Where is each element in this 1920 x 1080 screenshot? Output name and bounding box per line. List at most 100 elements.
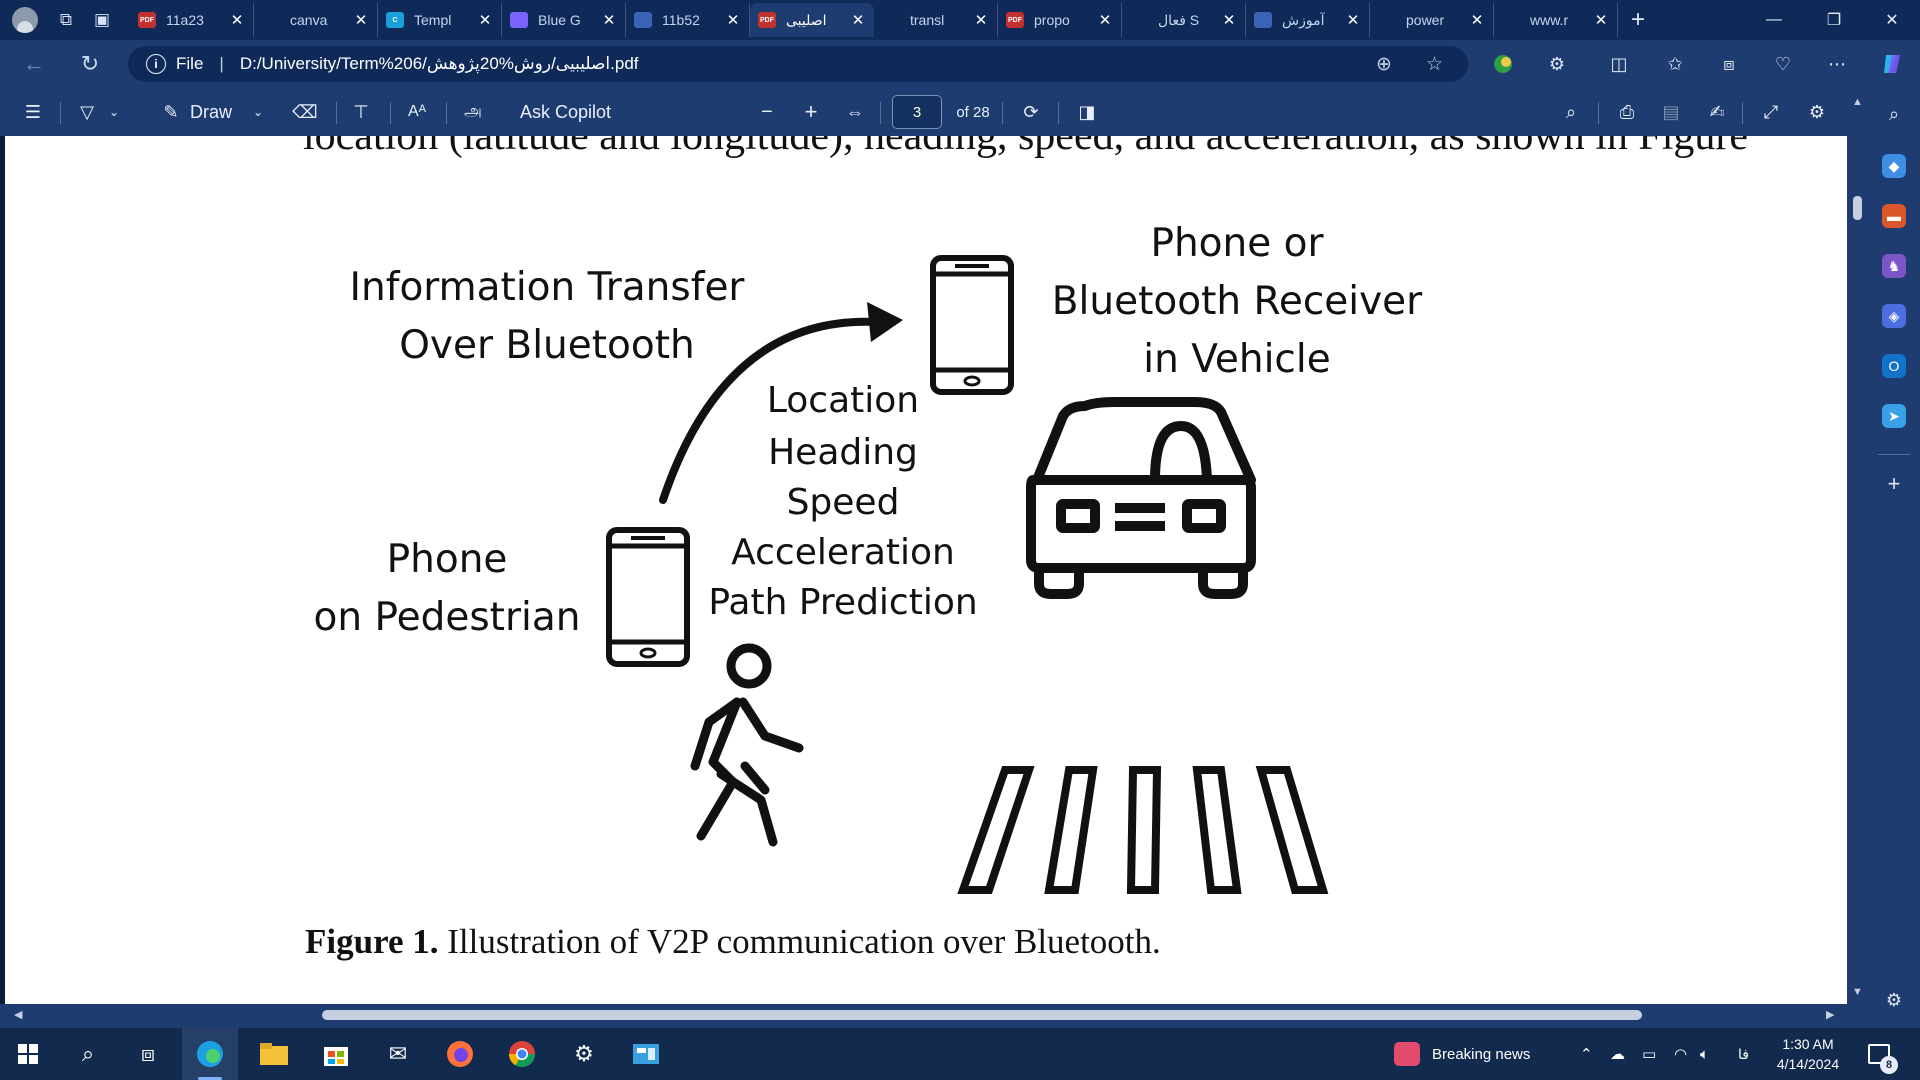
start-button[interactable] xyxy=(0,1028,56,1080)
browser-tab[interactable]: transl✕ xyxy=(874,3,998,37)
vertical-scrollbar[interactable] xyxy=(1847,88,1868,1004)
sidebar-tools-icon[interactable]: ▬ xyxy=(1882,204,1906,228)
edge-extension-icon[interactable] xyxy=(1486,49,1520,79)
tab-close-icon[interactable]: ✕ xyxy=(726,12,740,29)
scroll-down-icon[interactable]: ▼ xyxy=(1852,986,1863,998)
tab-close-icon[interactable]: ✕ xyxy=(851,12,865,29)
back-button[interactable]: ← xyxy=(23,51,45,76)
favorites-icon[interactable]: ✩ xyxy=(1667,53,1683,74)
taskbar-search-icon[interactable]: ⌕ xyxy=(81,1041,95,1066)
rotate-icon[interactable]: ⟳ xyxy=(1023,101,1039,122)
browser-tab[interactable]: آموزش✕ xyxy=(1246,3,1370,37)
tab-close-icon[interactable]: ✕ xyxy=(974,12,988,29)
copilot-icon[interactable] xyxy=(1876,49,1910,79)
browser-tab[interactable]: canva✕ xyxy=(254,3,378,37)
restore-button[interactable]: ❐ xyxy=(1826,12,1842,29)
tab-close-icon[interactable]: ✕ xyxy=(1594,12,1608,29)
sidebar-settings-icon[interactable]: ⚙ xyxy=(1885,989,1903,1010)
browser-tab[interactable]: www.r✕ xyxy=(1494,3,1618,37)
pdf-viewport[interactable]: location (latitude and longitude), headi… xyxy=(5,136,1847,1004)
collections-icon[interactable]: ⧈ xyxy=(1723,53,1735,74)
sidebar-games-icon[interactable]: ♞ xyxy=(1882,254,1906,278)
performance-icon[interactable]: ♡ xyxy=(1774,53,1792,74)
browser-tab[interactable]: 11b52✕ xyxy=(626,3,750,37)
tab-close-icon[interactable]: ✕ xyxy=(1470,12,1484,29)
tab-actions-icon[interactable]: ▣ xyxy=(93,10,111,29)
tab-close-icon[interactable]: ✕ xyxy=(354,12,368,29)
taskbar-store-icon[interactable] xyxy=(308,1028,364,1080)
search-icon[interactable]: ⌕ xyxy=(1565,101,1577,122)
taskbar-explorer-icon[interactable] xyxy=(246,1028,302,1080)
tray-overflow-icon[interactable]: ⌃ xyxy=(1580,1046,1593,1063)
taskbar-settings-icon[interactable]: ⚙ xyxy=(574,1041,594,1066)
taskbar-chrome-icon[interactable] xyxy=(494,1028,550,1080)
info-icon[interactable]: i xyxy=(146,54,166,74)
zoom-in-button[interactable]: + xyxy=(804,99,818,124)
browser-tab[interactable]: power✕ xyxy=(1370,3,1494,37)
workspaces-icon[interactable]: ⧉ xyxy=(59,10,73,29)
text-box-icon[interactable]: ⊤ xyxy=(353,101,369,122)
contents-icon[interactable]: ☰ xyxy=(24,101,42,122)
tab-close-icon[interactable]: ✕ xyxy=(230,12,244,29)
eraser-icon[interactable]: ⌫ xyxy=(292,101,318,122)
more-menu-icon[interactable]: ⋯ xyxy=(1828,53,1846,74)
taskbar-edge-icon[interactable] xyxy=(182,1028,238,1080)
refresh-button[interactable]: ↻ xyxy=(80,51,100,76)
ask-copilot-button[interactable]: Ask Copilot xyxy=(520,101,612,122)
new-tab-button[interactable]: + xyxy=(1630,6,1645,33)
tab-close-icon[interactable]: ✕ xyxy=(478,12,492,29)
address-input[interactable]: i File | D:/University/Term%206/اصلیبیی/… xyxy=(128,46,1468,82)
sidebar-outlook-icon[interactable]: O xyxy=(1882,354,1906,378)
split-screen-icon[interactable]: ◫ xyxy=(1610,53,1628,74)
highlight-icon[interactable]: ▽ xyxy=(80,101,94,122)
print-icon[interactable]: ⎙ xyxy=(1619,101,1635,122)
tray-volume-icon[interactable]: 🔈︎ xyxy=(1700,1045,1710,1063)
scroll-up-icon[interactable]: ▲ xyxy=(1852,96,1863,108)
taskbar-mail-icon[interactable]: ✉ xyxy=(388,1041,408,1066)
draw-button[interactable]: Draw xyxy=(190,101,233,122)
taskbar-app-icon[interactable] xyxy=(618,1028,674,1080)
fullscreen-icon[interactable]: ⤢ xyxy=(1763,101,1779,122)
news-widget[interactable]: Breaking news xyxy=(1394,1028,1530,1080)
highlight-dropdown-icon[interactable]: ⌄ xyxy=(108,105,120,119)
translate-icon[interactable]: அ xyxy=(464,103,482,120)
sidebar-send-icon[interactable]: ➤ xyxy=(1882,404,1906,428)
favorite-star-icon[interactable]: ☆ xyxy=(1426,54,1444,75)
browser-tab[interactable]: Blue G✕ xyxy=(502,3,626,37)
tray-language[interactable]: فا xyxy=(1738,1045,1749,1062)
tab-close-icon[interactable]: ✕ xyxy=(1346,12,1360,29)
task-view-icon[interactable]: ⧈ xyxy=(141,1041,155,1066)
close-window-button[interactable]: ✕ xyxy=(1885,12,1899,29)
sidebar-copilot-icon[interactable]: ◈ xyxy=(1882,304,1906,328)
extensions-icon[interactable]: ⚙ xyxy=(1548,53,1566,74)
notification-center-icon[interactable]: 8 xyxy=(1868,1028,1898,1080)
zoom-icon[interactable]: ⊕ xyxy=(1376,54,1392,75)
tab-close-icon[interactable]: ✕ xyxy=(602,12,616,29)
page-view-icon[interactable]: ◨ xyxy=(1078,101,1096,122)
sidebar-search-icon[interactable]: ⌕ xyxy=(1888,103,1900,124)
page-number-input[interactable]: 3 xyxy=(892,95,942,129)
scroll-right-icon[interactable]: ▶ xyxy=(1826,1009,1835,1021)
tab-close-icon[interactable]: ✕ xyxy=(1222,12,1236,29)
tab-close-icon[interactable]: ✕ xyxy=(1098,12,1112,29)
fit-page-icon[interactable]: ⇔ xyxy=(846,101,864,122)
sidebar-add-icon[interactable]: + xyxy=(1887,471,1901,496)
tray-battery-icon[interactable]: ▭ xyxy=(1642,1046,1657,1063)
minimize-button[interactable]: — xyxy=(1766,11,1782,28)
tray-onedrive-icon[interactable]: ☁ xyxy=(1610,1046,1625,1063)
tray-clock[interactable]: 1:30 AM 4/14/2024 xyxy=(1762,1034,1854,1074)
scroll-left-icon[interactable]: ◀ xyxy=(14,1009,23,1021)
vertical-scroll-thumb[interactable] xyxy=(1853,196,1862,220)
zoom-out-button[interactable]: − xyxy=(761,100,773,123)
read-aloud-icon[interactable]: Aᴬ xyxy=(408,103,426,120)
draw-dropdown-icon[interactable]: ⌄ xyxy=(252,105,264,119)
horizontal-scroll-thumb[interactable] xyxy=(322,1010,1642,1020)
draw-icon[interactable]: ✎ xyxy=(163,101,179,122)
browser-tab[interactable]: فعال S✕ xyxy=(1122,3,1246,37)
tray-wifi-icon[interactable]: ◠ xyxy=(1674,1046,1688,1063)
save-icon[interactable]: ▤ xyxy=(1662,101,1680,122)
